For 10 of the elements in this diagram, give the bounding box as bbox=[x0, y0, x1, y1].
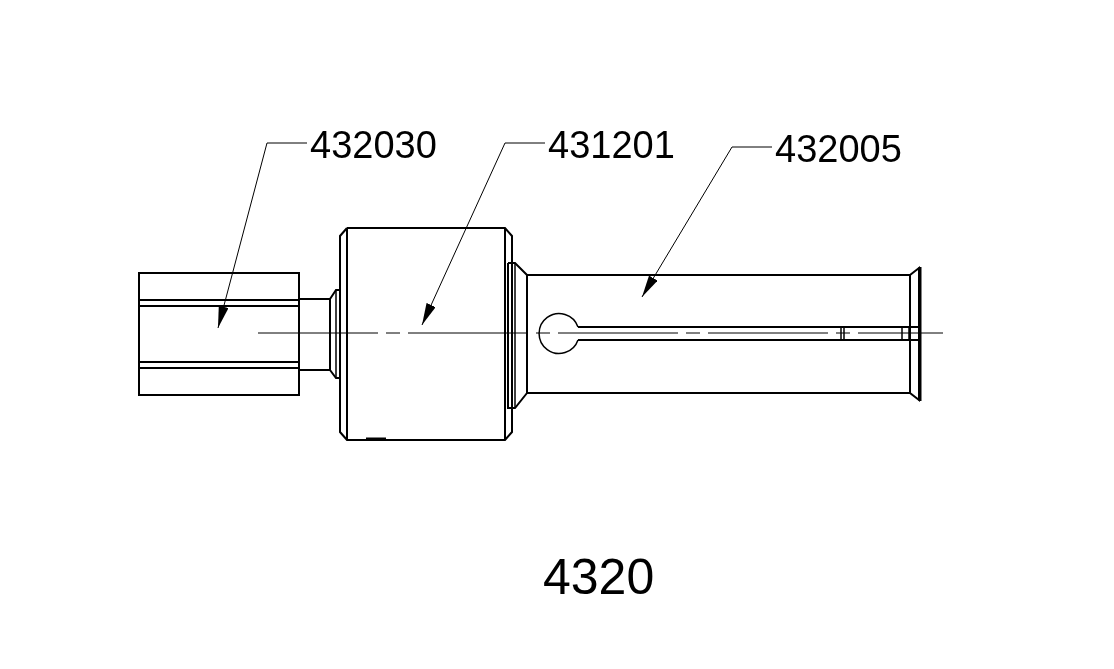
assembly-number: 4320 bbox=[543, 552, 655, 602]
machined-part-drawing bbox=[138, 272, 341, 396]
part-number: 432030 bbox=[310, 126, 437, 164]
part-number: 431201 bbox=[548, 126, 675, 164]
machined-part-drawing bbox=[339, 227, 513, 441]
leader-line bbox=[641, 146, 773, 298]
part-number: 432005 bbox=[775, 130, 902, 168]
machined-part-drawing bbox=[507, 262, 922, 409]
leader-line bbox=[421, 142, 546, 326]
leader-line bbox=[217, 142, 308, 329]
